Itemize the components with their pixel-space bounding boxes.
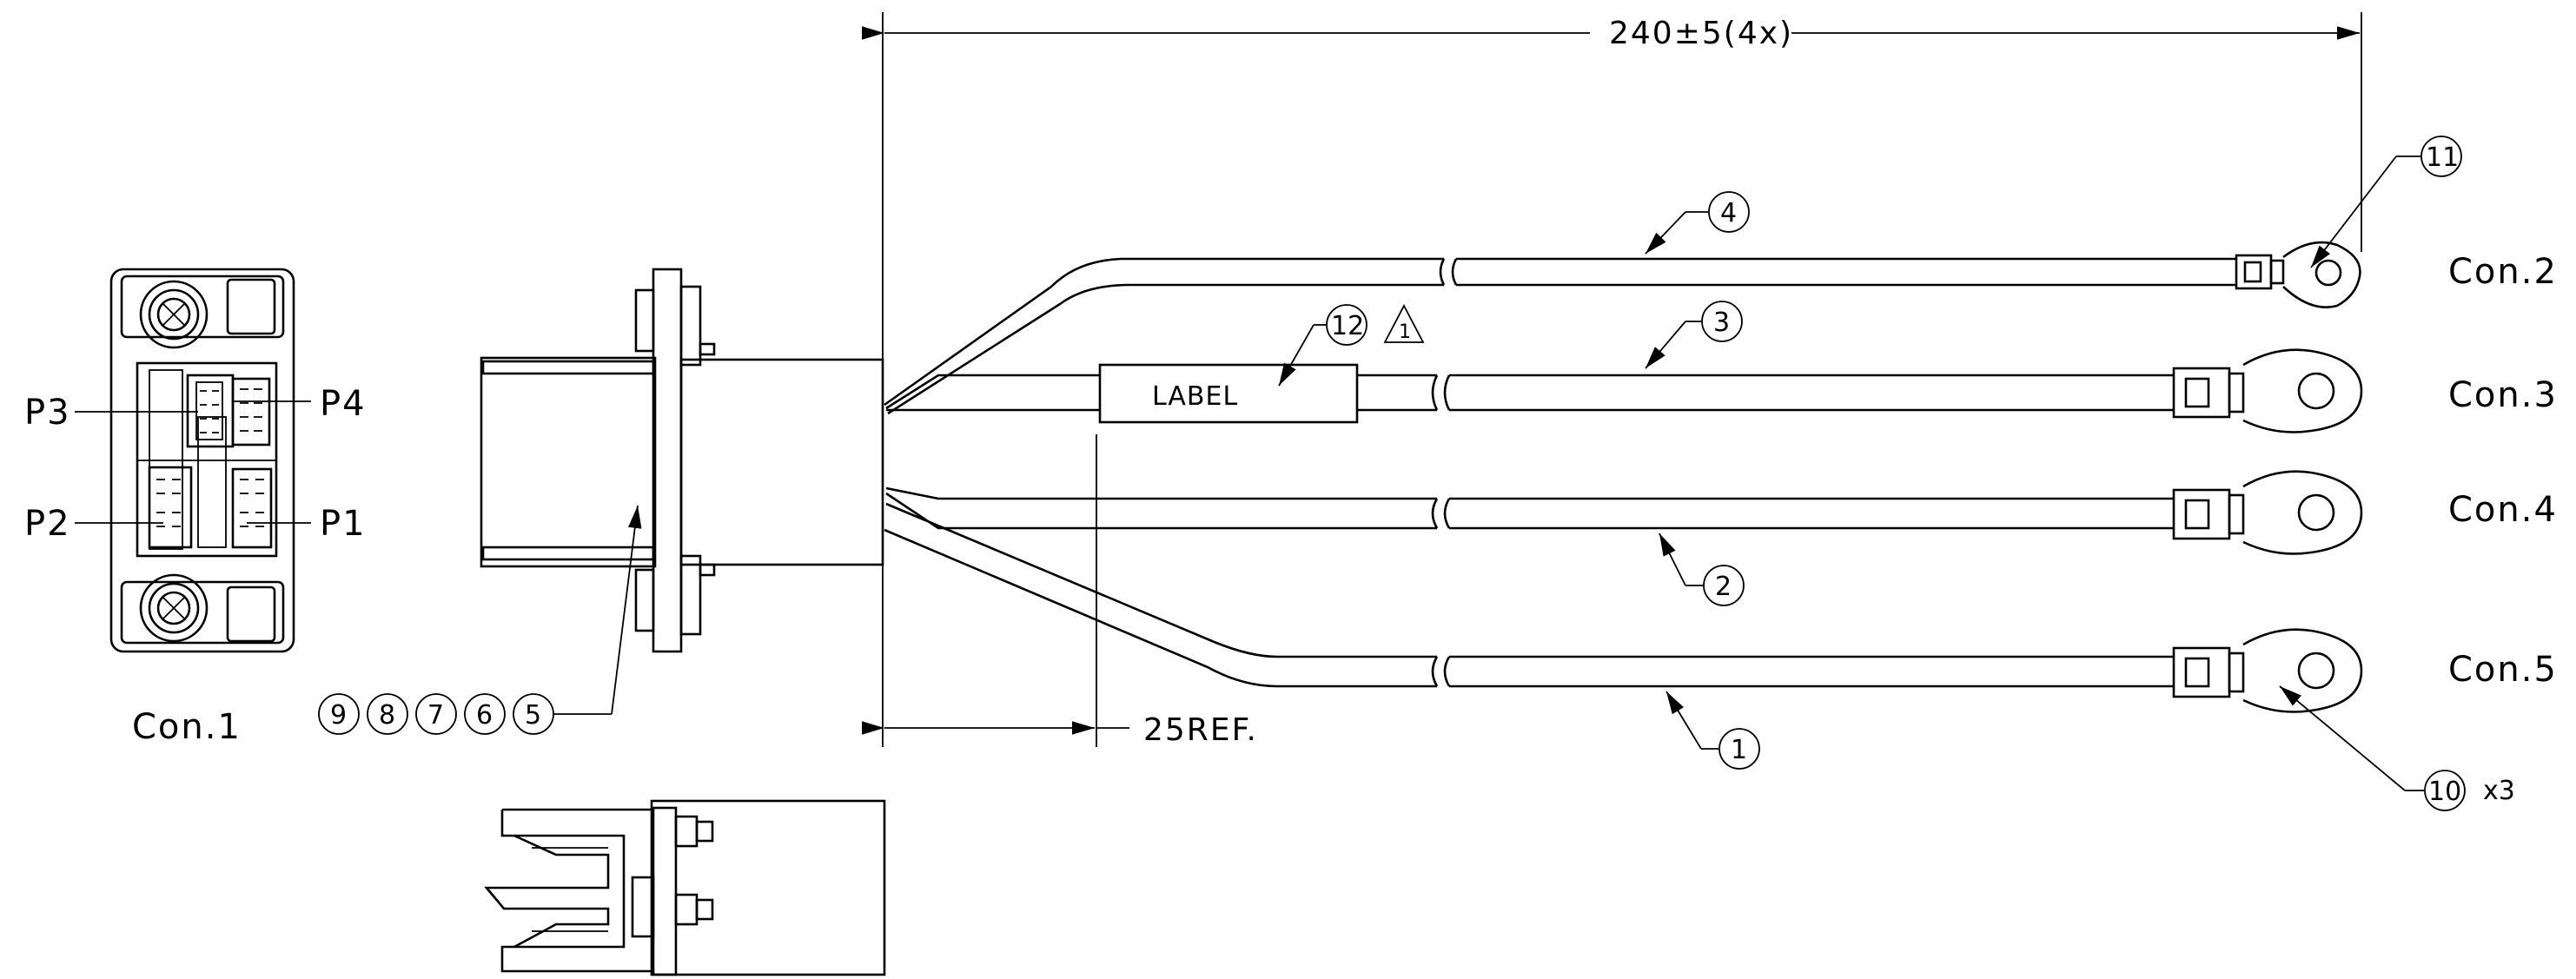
pin-label-p3: P3 <box>24 393 71 433</box>
pin-label-p2: P2 <box>24 504 71 544</box>
overall-length-text: 240±5(4x) <box>1609 16 1793 51</box>
ring-terminal-con3 <box>2172 348 2363 433</box>
label-sleeve: LABEL <box>1098 363 1359 424</box>
screw-top-icon <box>139 280 209 349</box>
svg-text:11: 11 <box>2426 142 2459 173</box>
con3-label: Con.3 <box>2448 375 2558 415</box>
con1-label: Con.1 <box>132 707 242 747</box>
wire-3 <box>885 374 2174 412</box>
label-sleeve-text: LABEL <box>1152 381 1238 412</box>
balloon-10: 10 x3 <box>2279 685 2515 811</box>
balloon-4: 4 <box>1645 191 1750 255</box>
svg-text:12: 12 <box>1331 311 1364 341</box>
connector-side-view <box>480 268 884 653</box>
svg-text:10: 10 <box>2428 777 2461 807</box>
con1-front-view <box>109 268 295 653</box>
pin-label-p1: P1 <box>320 504 367 544</box>
svg-text:1: 1 <box>1399 321 1411 343</box>
svg-text:1: 1 <box>1731 735 1747 765</box>
svg-text:2: 2 <box>1715 572 1732 602</box>
svg-text:5: 5 <box>525 700 541 731</box>
balloon-2: 2 <box>1659 532 1745 606</box>
pin-label-p4: P4 <box>320 384 367 424</box>
breakout-dimension: 25REF. <box>862 434 1258 748</box>
balloon-3: 3 <box>1645 301 1743 369</box>
con2-label: Con.2 <box>2448 252 2558 292</box>
svg-text:7: 7 <box>427 700 444 731</box>
balloon-12: 12 1 <box>1278 304 1425 387</box>
svg-text:9: 9 <box>330 700 347 731</box>
wire-1 <box>884 502 2174 688</box>
svg-text:4: 4 <box>1720 198 1737 228</box>
ring-terminal-con4 <box>2172 470 2363 555</box>
balloon-10-qty: x3 <box>2483 776 2515 806</box>
pin-labels: P3 P4 P2 P1 <box>24 384 367 544</box>
overall-length-dimension: 240±5(4x) <box>862 12 2362 747</box>
balloon-11: 11 <box>2310 136 2462 268</box>
screw-bottom-icon <box>139 573 209 643</box>
ring-terminal-con2 <box>2235 241 2361 308</box>
ring-terminal-con5 <box>2172 628 2363 713</box>
revision-triangle-icon: 1 <box>1383 304 1425 343</box>
wire-2 <box>885 486 2174 530</box>
svg-text:3: 3 <box>1713 308 1730 338</box>
wire-4 <box>884 257 2236 415</box>
con4-label: Con.4 <box>2448 490 2558 530</box>
balloon-1: 1 <box>1665 691 1760 770</box>
con5-label: Con.5 <box>2448 650 2558 690</box>
connector-bottom-view <box>484 799 886 976</box>
breakout-length-text: 25REF. <box>1143 712 1258 748</box>
svg-text:8: 8 <box>379 700 395 731</box>
svg-text:6: 6 <box>476 700 493 731</box>
balloon-group-5-9: 9 8 7 6 5 <box>318 505 642 735</box>
